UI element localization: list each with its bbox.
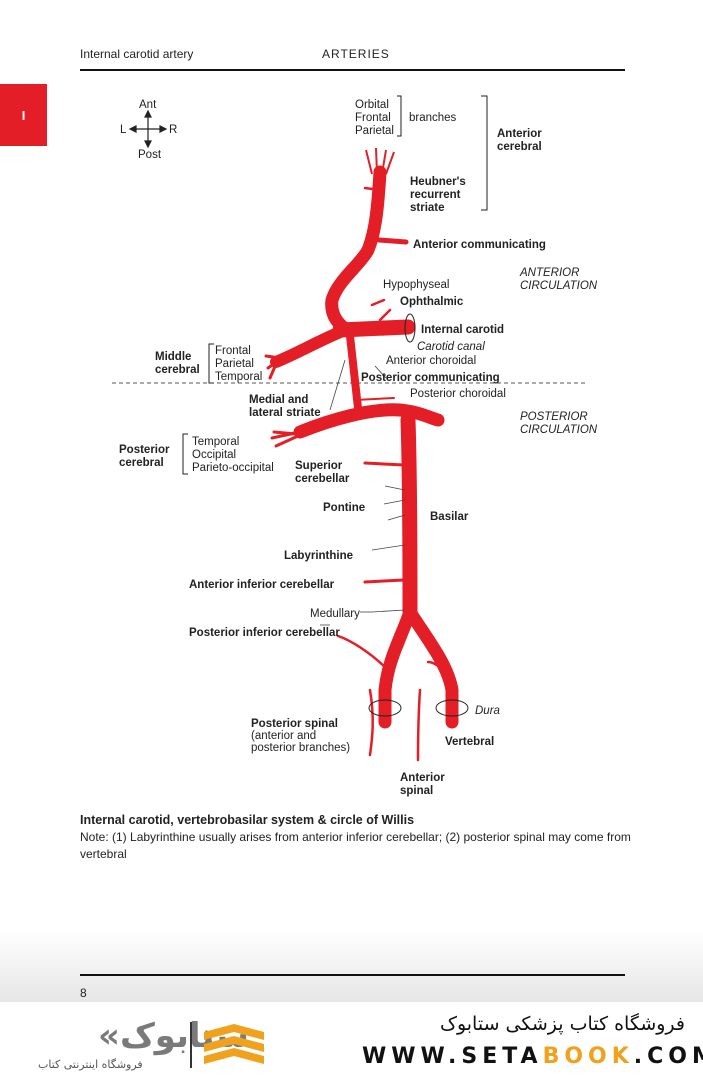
compass-ant: Ant xyxy=(139,99,157,111)
logo-divider xyxy=(190,1022,192,1068)
label-anterior-spinal-2: spinal xyxy=(400,785,433,797)
footer-rule xyxy=(80,974,625,976)
store-name: فروشگاه کتاب پزشکی ستابوک xyxy=(439,1013,685,1035)
label-anterior-circulation-2: CIRCULATION xyxy=(520,280,598,292)
label-medial-and: Medial and xyxy=(249,394,308,406)
anterior-cerebral-branches xyxy=(365,147,395,175)
label-anterior-spinal-1: Anterior xyxy=(400,772,445,784)
url-part-a: WWW.SETA xyxy=(362,1044,543,1069)
label-lateral-striate: lateral striate xyxy=(249,407,321,419)
label-superior-cerebellar: cerebellar xyxy=(295,473,350,485)
label-temporal-3: Temporal xyxy=(192,436,239,448)
label-striate: striate xyxy=(410,202,445,214)
label-frontal-1: Frontal xyxy=(355,112,391,124)
label-frontal-2: Frontal xyxy=(215,345,251,357)
dura-left xyxy=(368,699,402,717)
label-posterior-cerebral: cerebral xyxy=(119,457,164,469)
label-hypophyseal: Hypophyseal xyxy=(383,279,449,291)
book-logo-icon xyxy=(204,1024,264,1064)
compass-icon xyxy=(128,109,168,149)
label-labyrinthine: Labyrinthine xyxy=(284,550,353,562)
label-anterior-cerebral: cerebral xyxy=(497,141,542,153)
label-vertebral: Vertebral xyxy=(445,736,494,748)
label-posterior-spinal: Posterior spinal xyxy=(251,718,338,730)
label-pica: Posterior inferior cerebellar xyxy=(189,627,340,639)
label-pontine: Pontine xyxy=(323,502,365,514)
label-temporal-2: Temporal xyxy=(215,371,262,383)
label-orbital: Orbital xyxy=(355,99,389,111)
label-aica: Anterior inferior cerebellar xyxy=(189,579,335,591)
carotid-canal xyxy=(404,313,416,343)
label-superior: Superior xyxy=(295,460,343,472)
bottom-shade xyxy=(0,930,703,1002)
page-number: 8 xyxy=(80,986,87,1000)
compass-left: L xyxy=(120,124,127,136)
url-part-b: BOOK xyxy=(542,1044,634,1069)
compass-post: Post xyxy=(138,149,162,161)
dura-right xyxy=(435,699,469,717)
compass-right: R xyxy=(169,124,177,136)
basilar-twigs xyxy=(371,485,406,613)
label-internal-carotid: Internal carotid xyxy=(421,324,504,336)
caption-title: Internal carotid, vertebrobasilar system… xyxy=(80,813,415,827)
figure-caption: Internal carotid, vertebrobasilar system… xyxy=(80,812,640,863)
store-url[interactable]: WWW.SETABOOK.COM xyxy=(362,1044,703,1069)
artery-diagram: Ant Post L R xyxy=(112,95,598,797)
label-parieto-occipital: Parieto-occipital xyxy=(192,462,274,474)
label-dura: Dura xyxy=(475,705,500,717)
url-part-c: .COM xyxy=(633,1044,703,1069)
label-basilar: Basilar xyxy=(430,511,469,523)
label-posterior-branches: posterior branches) xyxy=(251,742,350,754)
logo-subtitle: فروشگاه اینترنتی کتاب xyxy=(38,1058,143,1071)
label-ophthalmic: Ophthalmic xyxy=(400,296,464,308)
label-parietal-1: Parietal xyxy=(355,125,394,137)
logo-wordmark: «ستابوک xyxy=(98,1016,249,1056)
label-posterior-circulation-1: POSTERIOR xyxy=(520,411,588,423)
label-occipital: Occipital xyxy=(192,449,236,461)
label-heubners: Heubner's xyxy=(410,176,466,188)
caption-note: Note: (1) Labyrinthine usually arises fr… xyxy=(80,830,631,861)
label-branches: branches xyxy=(409,112,457,124)
publisher-banner xyxy=(0,1002,703,1080)
label-recurrent: recurrent xyxy=(410,189,461,201)
leader-lines xyxy=(320,359,387,626)
header-rule xyxy=(80,69,625,71)
label-middle: Middle xyxy=(155,351,191,363)
label-anterior-communicating: Anterior communicating xyxy=(413,239,546,251)
artery-tree xyxy=(264,165,459,762)
label-posterior: Posterior xyxy=(119,444,170,456)
label-posterior-choroidal: Posterior choroidal xyxy=(410,388,506,400)
label-anterior-and: (anterior and xyxy=(251,730,316,742)
label-anterior: Anterior xyxy=(497,128,542,140)
brackets xyxy=(182,95,488,475)
label-anterior-circulation-1: ANTERIOR xyxy=(519,267,579,279)
label-carotid-canal: Carotid canal xyxy=(417,341,485,353)
section-tab: I xyxy=(0,84,47,146)
running-header-left: Internal carotid artery xyxy=(80,47,194,61)
running-header-center: ARTERIES xyxy=(322,47,390,61)
label-middle-cerebral: cerebral xyxy=(155,364,200,376)
label-medullary: Medullary xyxy=(310,608,360,620)
label-posterior-communicating: Posterior communicating xyxy=(361,372,500,384)
label-posterior-circulation-2: CIRCULATION xyxy=(520,424,598,436)
label-parietal-2: Parietal xyxy=(215,358,254,370)
label-anterior-choroidal: Anterior choroidal xyxy=(386,355,476,367)
